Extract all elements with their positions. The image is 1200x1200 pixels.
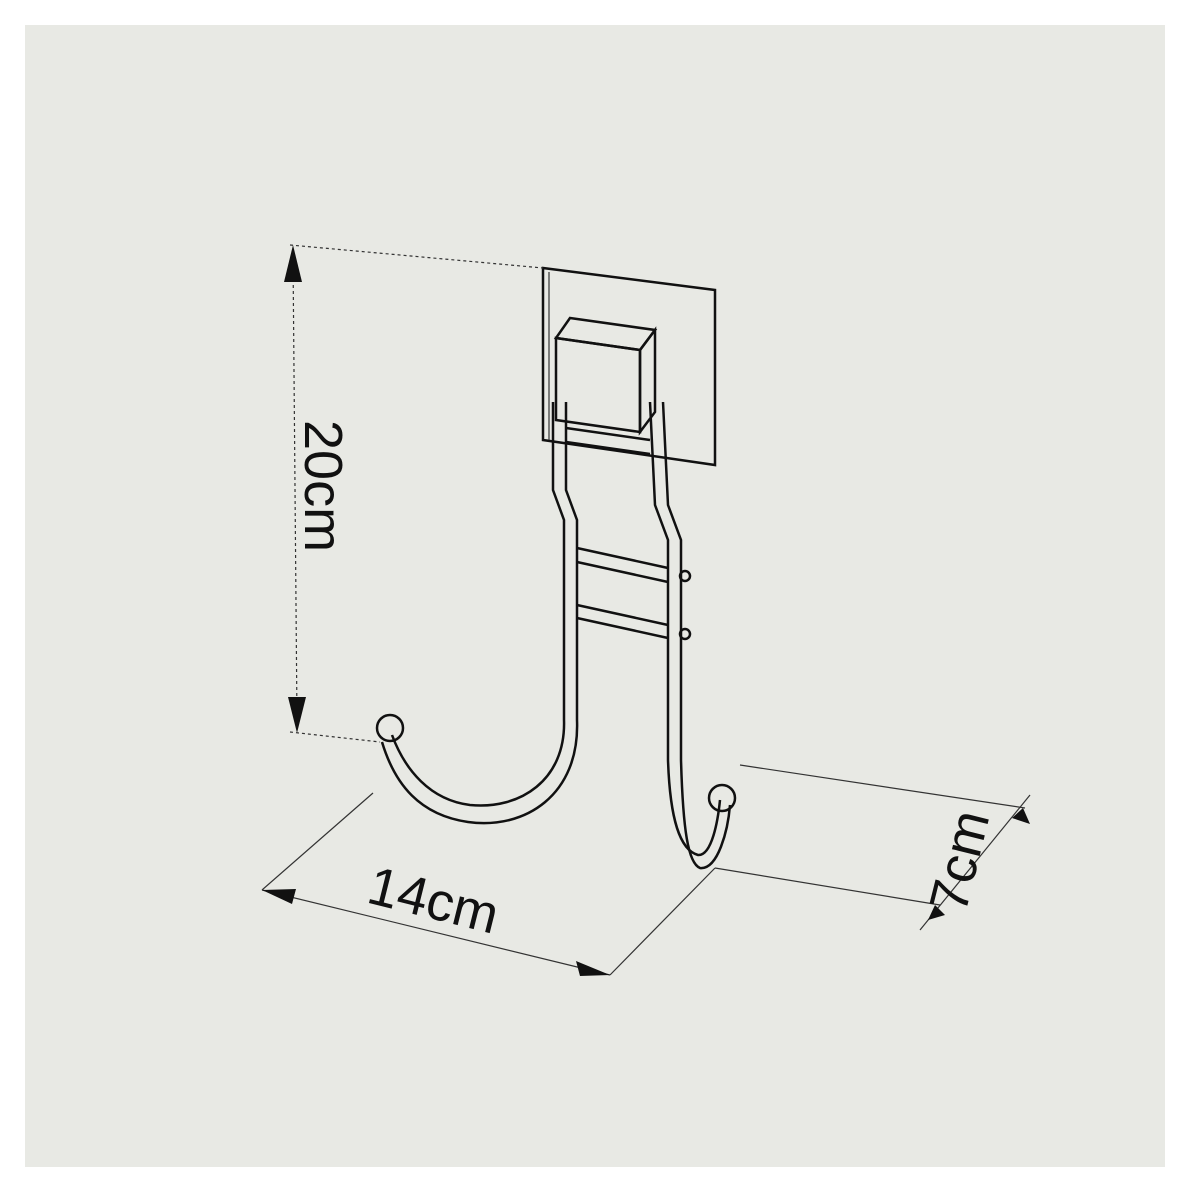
dimension-lines bbox=[261, 244, 1031, 976]
double-hook-drawing bbox=[375, 266, 737, 870]
height-label: 20cm bbox=[293, 420, 353, 552]
drawing-panel bbox=[25, 25, 1165, 1167]
depth-label: 7cm bbox=[918, 804, 1001, 918]
